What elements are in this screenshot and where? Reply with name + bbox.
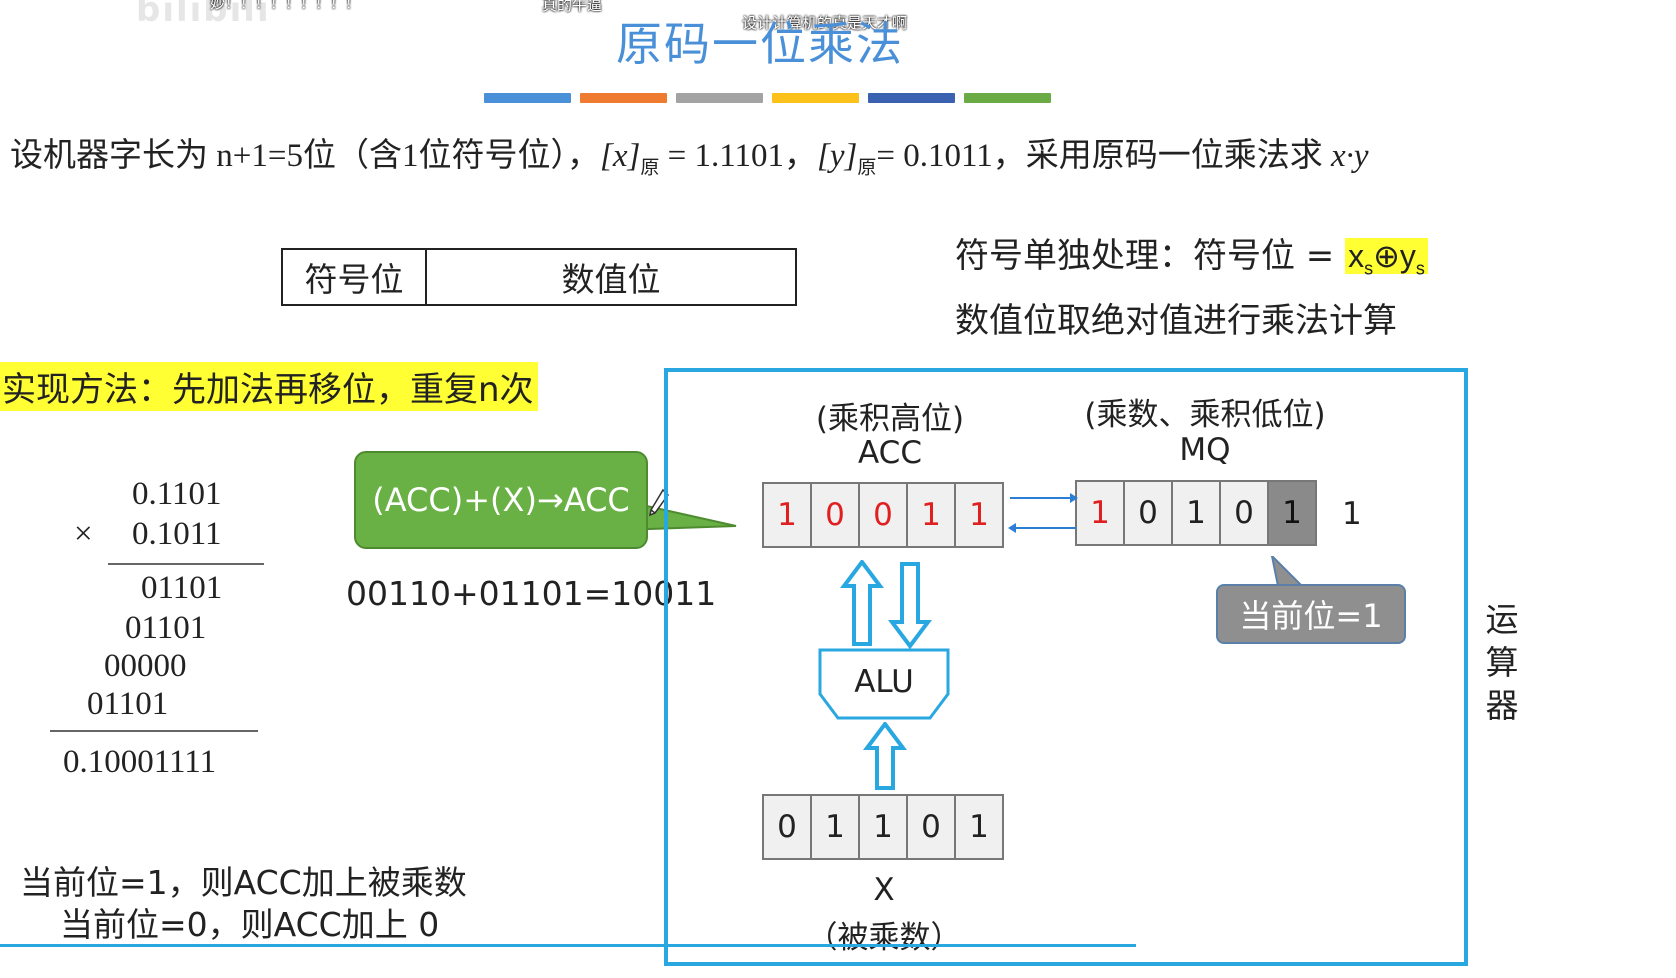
- mq-bit-0: 1: [1075, 480, 1125, 546]
- calc-times-sign: ×: [74, 516, 93, 552]
- acc-mq-arrows: [1008, 493, 1078, 533]
- acc-name: ACC: [858, 435, 922, 471]
- number-format-table: 符号位 数值位: [281, 248, 797, 306]
- x-bit-1: 1: [810, 794, 860, 860]
- danmaku-comment-1: 妙！！！！！！！！！: [210, 0, 361, 12]
- mq-current-bit: 1: [1267, 480, 1317, 546]
- calc-partial-4: 01101: [87, 686, 169, 722]
- acc-bit-0: 1: [762, 482, 812, 548]
- current-bit-callout: 当前位=1: [1216, 584, 1406, 644]
- watermark-logo: bilibili: [6, 0, 271, 30]
- acc-bit-4: 1: [954, 482, 1004, 548]
- ys-sub: s: [1415, 258, 1425, 279]
- x-bit-4: 1: [954, 794, 1004, 860]
- bottom-rule: [0, 944, 1136, 947]
- panel-label-char-2: 算: [1485, 643, 1519, 682]
- xs-sub: s: [1364, 258, 1374, 279]
- panel-label-char-3: 器: [1485, 686, 1519, 725]
- mq-bit-1: 0: [1123, 480, 1173, 546]
- x-alu-arrow: [863, 722, 907, 790]
- x-label: [x]: [599, 138, 641, 174]
- alu-block: [818, 648, 950, 720]
- x-bit-2: 1: [858, 794, 908, 860]
- calc-result: 0.10001111: [63, 744, 217, 780]
- title-color-bars: [484, 93, 1051, 103]
- mq-name: MQ: [1179, 432, 1231, 468]
- ys-var: y: [1399, 238, 1416, 274]
- sign-bit-cell: 符号位: [281, 248, 427, 306]
- method-note: 实现方法：先加法再移位，重复n次: [0, 362, 538, 411]
- value-handling-note: 数值位取绝对值进行乘法计算: [955, 301, 1397, 341]
- x-bit-0: 0: [762, 794, 812, 860]
- value-bits-cell: 数值位: [425, 248, 797, 306]
- calc-multiplicand: 0.1101: [132, 476, 222, 512]
- y-sub: 原: [857, 157, 877, 179]
- x-register-caption: （被乘数）: [806, 920, 962, 956]
- watermark-text: bilibili: [136, 0, 271, 30]
- calc-partial-1: 01101: [141, 570, 223, 606]
- mq-bit-2: 1: [1171, 480, 1221, 546]
- product-expression: x·y: [1330, 138, 1369, 174]
- xor-symbol: ⊕: [1373, 238, 1400, 274]
- color-bar-4: [772, 93, 859, 103]
- mq-caption: (乘数、乘积低位): [1084, 397, 1326, 433]
- arithmetic-unit-label: 运 算 器: [1482, 598, 1522, 727]
- x-register-name: X: [873, 872, 895, 908]
- calc-rule-2: [50, 730, 258, 732]
- color-bar-1: [484, 93, 571, 103]
- rule-bit-one: 当前位=1，则ACC加上被乘数: [20, 863, 467, 902]
- color-bar-5: [868, 93, 955, 103]
- problem-prefix: 设机器字长为 n+1=5位（含1位符号位），: [10, 138, 600, 174]
- color-bar-6: [964, 93, 1051, 103]
- calc-partial-2: 01101: [125, 610, 207, 646]
- sign-note-text: 符号单独处理：符号位 =: [955, 236, 1346, 276]
- panel-label-char-1: 运: [1485, 600, 1519, 639]
- x-register: 0 1 1 0 1: [762, 794, 1004, 860]
- acc-caption: (乘积高位): [815, 401, 965, 437]
- slide-title: 原码一位乘法: [616, 17, 904, 71]
- acc-bit-2: 0: [858, 482, 908, 548]
- acc-register: 1 0 0 1 1: [762, 482, 1004, 548]
- danmaku-comment-3: 设计计算机的真是天才啊: [742, 14, 908, 32]
- mq-bit-3: 0: [1219, 480, 1269, 546]
- calc-rule-1: [108, 563, 264, 565]
- xs-var: x: [1348, 238, 1365, 274]
- rule-bit-zero: 当前位=0，则ACC加上 0: [60, 905, 440, 944]
- color-bar-3: [676, 93, 763, 103]
- acc-bit-3: 1: [906, 482, 956, 548]
- green-callout-tail: [620, 498, 737, 532]
- calc-multiplier: 0.1011: [132, 516, 222, 552]
- x-value: = 1.1101，: [659, 138, 817, 174]
- calc-partial-3: 00000: [104, 648, 187, 684]
- x-sub: 原: [640, 157, 660, 179]
- sign-handling-note: 符号单独处理：符号位 = xs⊕ys: [955, 228, 1428, 279]
- acc-bit-1: 0: [810, 482, 860, 548]
- addition-equation: 00110+01101=10011: [346, 574, 717, 613]
- mq-register: 1 0 1 0 1: [1075, 480, 1317, 546]
- danmaku-comment-2: 真的牛逼: [542, 0, 603, 14]
- x-bit-3: 0: [906, 794, 956, 860]
- sign-xor-formula: xs⊕ys: [1345, 238, 1428, 278]
- y-label: [y]: [816, 138, 858, 174]
- problem-statement: 设机器字长为 n+1=5位（含1位符号位），[x]原 = 1.1101，[y]原…: [10, 128, 1369, 180]
- acc-alu-arrows: [840, 560, 932, 650]
- y-value: = 0.1011，采用原码一位乘法求: [876, 138, 1331, 174]
- mq-shifted-out-bit: 1: [1342, 496, 1362, 532]
- alu-label: ALU: [854, 664, 914, 700]
- acc-add-callout: (ACC)+(X)→ACC: [354, 451, 648, 549]
- color-bar-2: [580, 93, 667, 103]
- arithmetic-unit-panel: [664, 368, 1468, 966]
